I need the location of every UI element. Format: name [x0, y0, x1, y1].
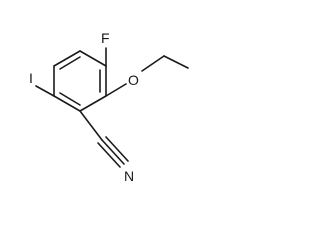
bond-c5-iodine [35, 85, 55, 97]
oxygen-label: O [128, 72, 139, 88]
structure-canvas: F O I N [29, 30, 189, 184]
ring-bond-c4-c5 [53, 95, 81, 112]
nitrogen-label: N [124, 168, 134, 184]
nitrile-triple-bond-2 [97, 142, 121, 168]
bond-c4-nitrile-carbon [79, 110, 103, 141]
bond-c3-oxygen [105, 83, 127, 97]
nitrile-triple-bond-1 [101, 139, 125, 165]
molecule-structure: F O I N [29, 30, 189, 184]
bond-ch2-ch3 [163, 55, 189, 69]
ring-double-bond-c4-c5 [59, 92, 81, 106]
nitrile-triple-bond-3 [105, 136, 129, 162]
ring-bond-c6-c1 [53, 50, 81, 67]
ring-bond-c3-c4 [79, 95, 107, 112]
fluorine-label: F [101, 30, 110, 46]
iodine-label: I [29, 70, 33, 86]
bond-oxygen-ch2 [141, 55, 165, 72]
ring-bond-c1-c2 [79, 50, 107, 67]
ring-double-bond-c6-c1 [59, 56, 81, 70]
